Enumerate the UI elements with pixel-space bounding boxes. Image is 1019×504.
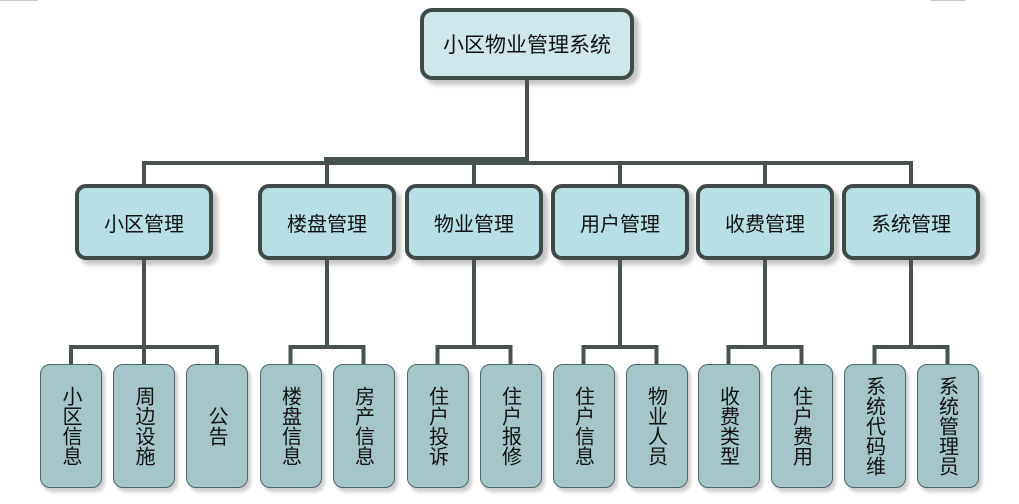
leaf-node: 房产信息 [332,364,395,488]
category-label: 收费管理 [725,211,805,236]
category-node: 收费管理 [696,184,834,260]
leaf-label: 住户报修 [498,386,523,466]
leaf-node: 物业人员 [625,364,688,488]
leaf-label: 系统管理员 [935,376,960,476]
root-node: 小区物业管理系统 [420,8,634,80]
corner-mark-right [931,0,965,1]
category-node: 系统管理 [842,184,980,260]
leaf-node: 系统代码维 [843,364,906,488]
leaf-label: 住户信息 [571,386,596,466]
leaf-node: 收费类型 [697,364,760,488]
category-label: 物业管理 [434,211,514,236]
leaf-label: 物业人员 [644,386,669,466]
leaf-label: 周边设施 [132,386,156,466]
leaf-label: 系统代码维 [862,376,887,476]
leaf-label: 小区信息 [59,386,83,466]
category-label: 用户管理 [580,211,660,236]
leaf-node: 小区信息 [40,364,102,488]
leaf-label: 楼盘信息 [278,386,303,466]
category-label: 楼盘管理 [287,211,367,236]
category-node: 楼盘管理 [258,184,396,260]
leaf-label: 房产信息 [351,386,376,466]
category-label: 小区管理 [104,211,184,236]
leaf-node: 住户信息 [552,364,615,488]
category-node: 物业管理 [405,184,543,260]
leaf-node: 公告 [186,364,248,488]
leaf-node: 住户费用 [770,364,833,488]
leaf-node: 住户报修 [479,364,542,488]
leaf-label: 公告 [205,406,229,446]
leaf-label: 住户投诉 [425,386,450,466]
leaf-node: 系统管理员 [916,364,979,488]
leaf-label: 收费类型 [716,386,741,466]
leaf-label: 住户费用 [789,386,814,466]
leaf-node: 住户投诉 [406,364,469,488]
corner-mark-left [0,0,38,1]
leaf-node: 楼盘信息 [259,364,322,488]
root-label: 小区物业管理系统 [443,33,611,57]
leaf-node: 周边设施 [113,364,175,488]
category-label: 系统管理 [871,211,951,236]
category-node: 用户管理 [551,184,689,260]
category-node: 小区管理 [75,184,213,260]
